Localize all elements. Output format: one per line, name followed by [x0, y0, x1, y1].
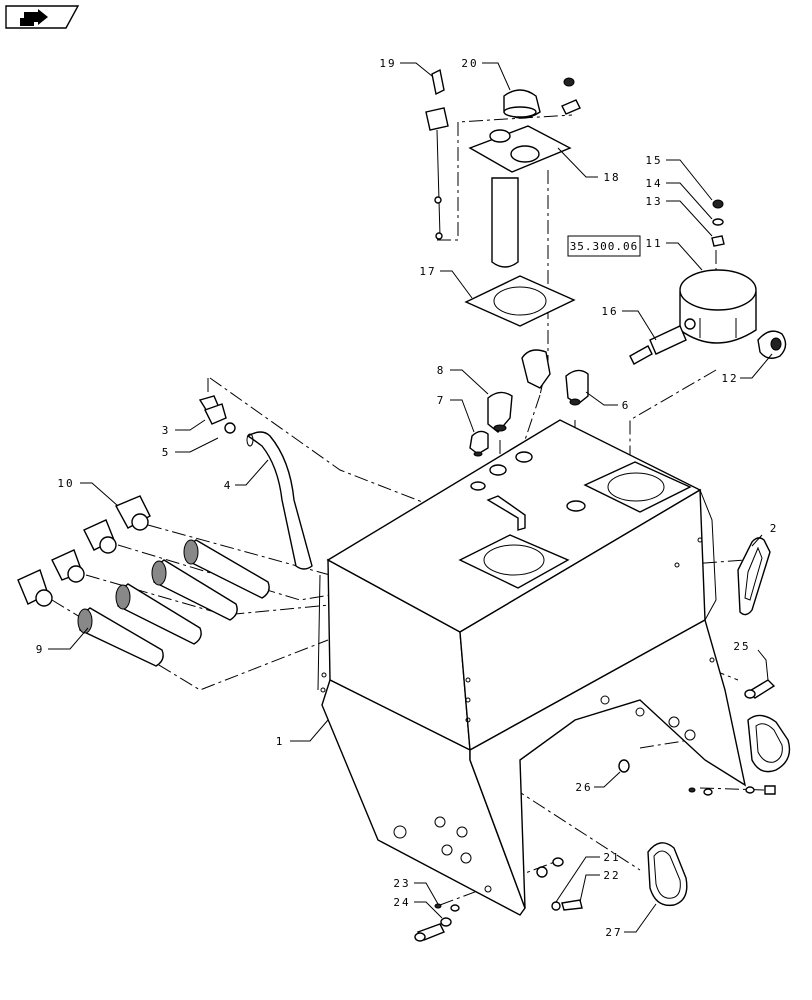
washers-bottom-right [688, 785, 776, 796]
sensor-16 [629, 318, 696, 365]
washers-13-15 [711, 199, 725, 247]
elbow-fitting-3 [198, 395, 236, 434]
callout-8: 8 [437, 364, 446, 377]
callout-12: 12 [721, 372, 738, 385]
cap-20 [503, 89, 541, 119]
callout-16: 16 [601, 305, 618, 318]
sight-glass [737, 537, 771, 616]
filler-neck-18 [468, 125, 572, 268]
back-arrow-icon[interactable] [5, 5, 80, 29]
callout-6: 6 [622, 399, 631, 412]
callout-23: 23 [393, 877, 410, 890]
callout-9: 9 [36, 643, 45, 656]
callout-13: 13 [645, 195, 662, 208]
bolt-25 [744, 679, 776, 699]
callout-14: 14 [645, 177, 662, 190]
gasket-ring-upper [747, 714, 791, 773]
callout-27: 27 [605, 926, 622, 939]
callout-19: 19 [379, 57, 396, 70]
filter-fitting-10 [17, 495, 151, 607]
callout-22: 22 [603, 869, 620, 882]
callout-4: 4 [224, 479, 233, 492]
callout-26: 26 [575, 781, 592, 794]
callout-20: 20 [461, 57, 478, 70]
callout-1: 1 [276, 735, 285, 748]
nut-washer-top [561, 77, 581, 115]
filter-cartridge-9 [77, 539, 270, 667]
callout-11: 11 [645, 237, 662, 250]
fasteners-21-24 [414, 857, 583, 942]
callout-3: 3 [162, 424, 171, 437]
callout-24: 24 [393, 896, 410, 909]
gasket-27 [647, 842, 688, 907]
gasket-17 [464, 275, 576, 327]
callout-5: 5 [162, 446, 171, 459]
callout-labels: 1 2 3 4 5 6 7 8 9 10 11 12 13 14 15 16 1… [36, 57, 779, 939]
reference-box-label: 35.300.06 [570, 240, 639, 253]
dipstick-19 [425, 68, 449, 240]
callout-21: 21 [603, 851, 620, 864]
nut-26 [618, 759, 630, 773]
callout-17: 17 [419, 265, 436, 278]
hose-4 [246, 431, 313, 570]
leader-lines [48, 62, 773, 933]
callout-25: 25 [733, 640, 750, 653]
elbow-fittings [469, 349, 589, 457]
breather-11 [679, 269, 757, 344]
tank-body [317, 419, 747, 916]
callout-10: 10 [57, 477, 74, 490]
callout-15: 15 [645, 154, 662, 167]
callout-2: 2 [770, 522, 779, 535]
fitting-12 [757, 330, 787, 359]
callout-7: 7 [437, 394, 446, 407]
callout-18: 18 [603, 171, 620, 184]
reference-box[interactable]: 35.300.06 [567, 235, 641, 257]
